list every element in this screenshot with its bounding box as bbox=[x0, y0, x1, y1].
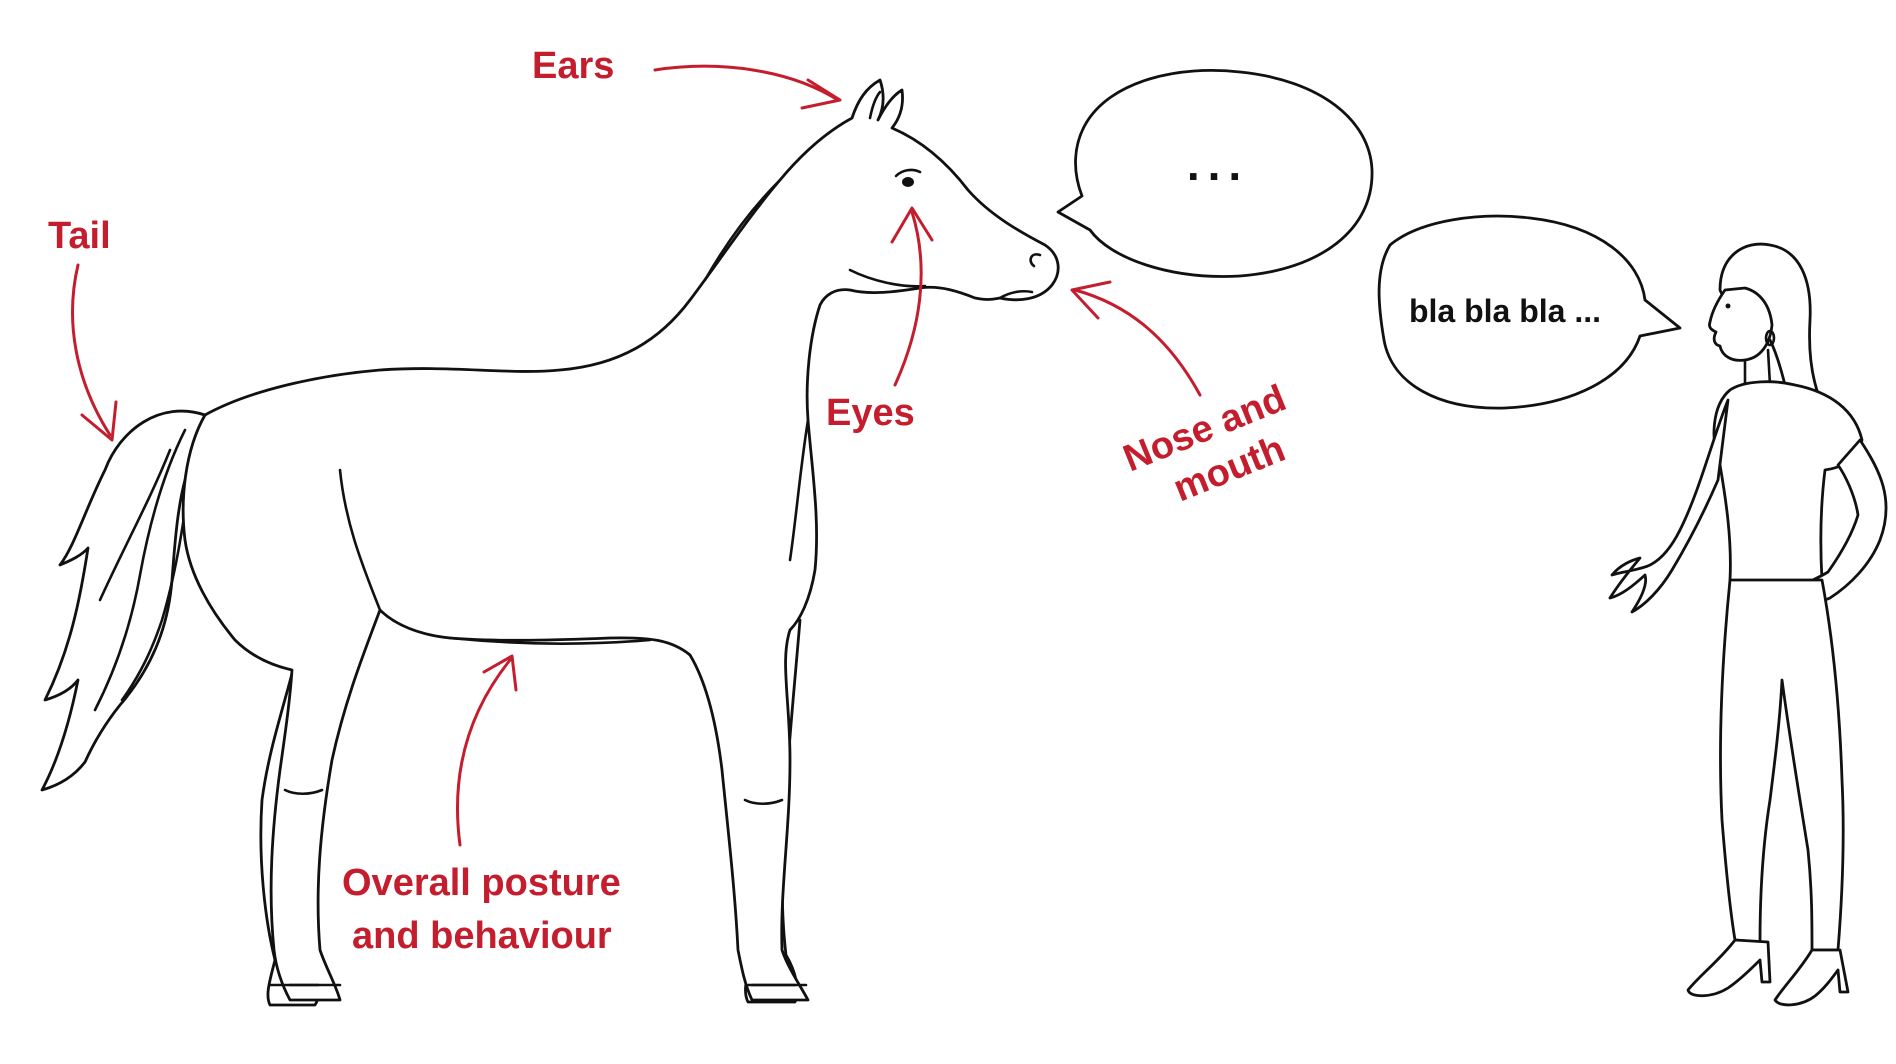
posture-arrow bbox=[456, 658, 512, 847]
woman-illustration bbox=[1608, 242, 1888, 1007]
eyes-label: Eyes bbox=[826, 392, 915, 434]
woman-neck bbox=[1743, 348, 1772, 387]
tail-label: Tail bbox=[48, 215, 111, 257]
annotation-arrows bbox=[71, 64, 1202, 847]
horse-mane-line bbox=[703, 178, 782, 282]
horse-speech-bubble: ... bbox=[1056, 68, 1374, 278]
horse-belly-line bbox=[448, 636, 652, 645]
woman-bubble-text: bla bla bla ... bbox=[1409, 293, 1601, 329]
eyes-arrowhead bbox=[890, 206, 934, 244]
woman-face bbox=[1708, 286, 1774, 362]
horse-ear-inner bbox=[868, 90, 882, 120]
horse-mouth bbox=[998, 289, 1034, 300]
woman-left-shoe bbox=[1686, 938, 1772, 998]
woman-left-arm bbox=[1608, 398, 1730, 614]
woman-bubble-outline bbox=[1377, 214, 1682, 410]
posture-arrowhead bbox=[482, 654, 518, 692]
woman-legs bbox=[1719, 578, 1845, 952]
horse-hock bbox=[283, 788, 324, 796]
tail-arrow bbox=[71, 263, 112, 437]
nose-mouth-arrow bbox=[1073, 288, 1202, 397]
tail-arrowhead bbox=[80, 400, 118, 442]
ears-arrow bbox=[653, 64, 840, 102]
ears-label: Ears bbox=[532, 45, 614, 87]
woman-right-shoe bbox=[1773, 948, 1850, 1007]
posture-label-line2: and behaviour bbox=[352, 915, 612, 957]
woman-earring bbox=[1764, 329, 1776, 347]
horse-jaw-line bbox=[848, 268, 927, 288]
posture-label-line1: Overall posture bbox=[342, 862, 621, 904]
horse-eyebrow bbox=[894, 168, 922, 178]
horse-bubble-text: ... bbox=[1187, 138, 1249, 190]
horse-nostril bbox=[1029, 253, 1042, 268]
woman-speech-bubble: bla bla bla ... bbox=[1377, 214, 1682, 410]
horse-tail-strand bbox=[93, 428, 187, 712]
woman-eye bbox=[1725, 303, 1731, 309]
ears-arrowhead bbox=[800, 78, 842, 110]
horse-knee bbox=[743, 798, 784, 806]
eyes-arrow bbox=[893, 210, 923, 387]
horse-stifle-line bbox=[338, 468, 382, 612]
nose-mouth-arrowhead bbox=[1070, 280, 1112, 320]
horse-bubble-outline bbox=[1056, 68, 1374, 278]
horse-illustration bbox=[40, 78, 1060, 1007]
horse-body bbox=[181, 78, 1060, 1002]
woman-torso bbox=[1712, 380, 1864, 589]
horse-tail bbox=[40, 409, 207, 792]
horse-tail-strand bbox=[98, 448, 172, 602]
horse-eye bbox=[902, 177, 914, 187]
horse-shoulder-line bbox=[788, 418, 810, 562]
